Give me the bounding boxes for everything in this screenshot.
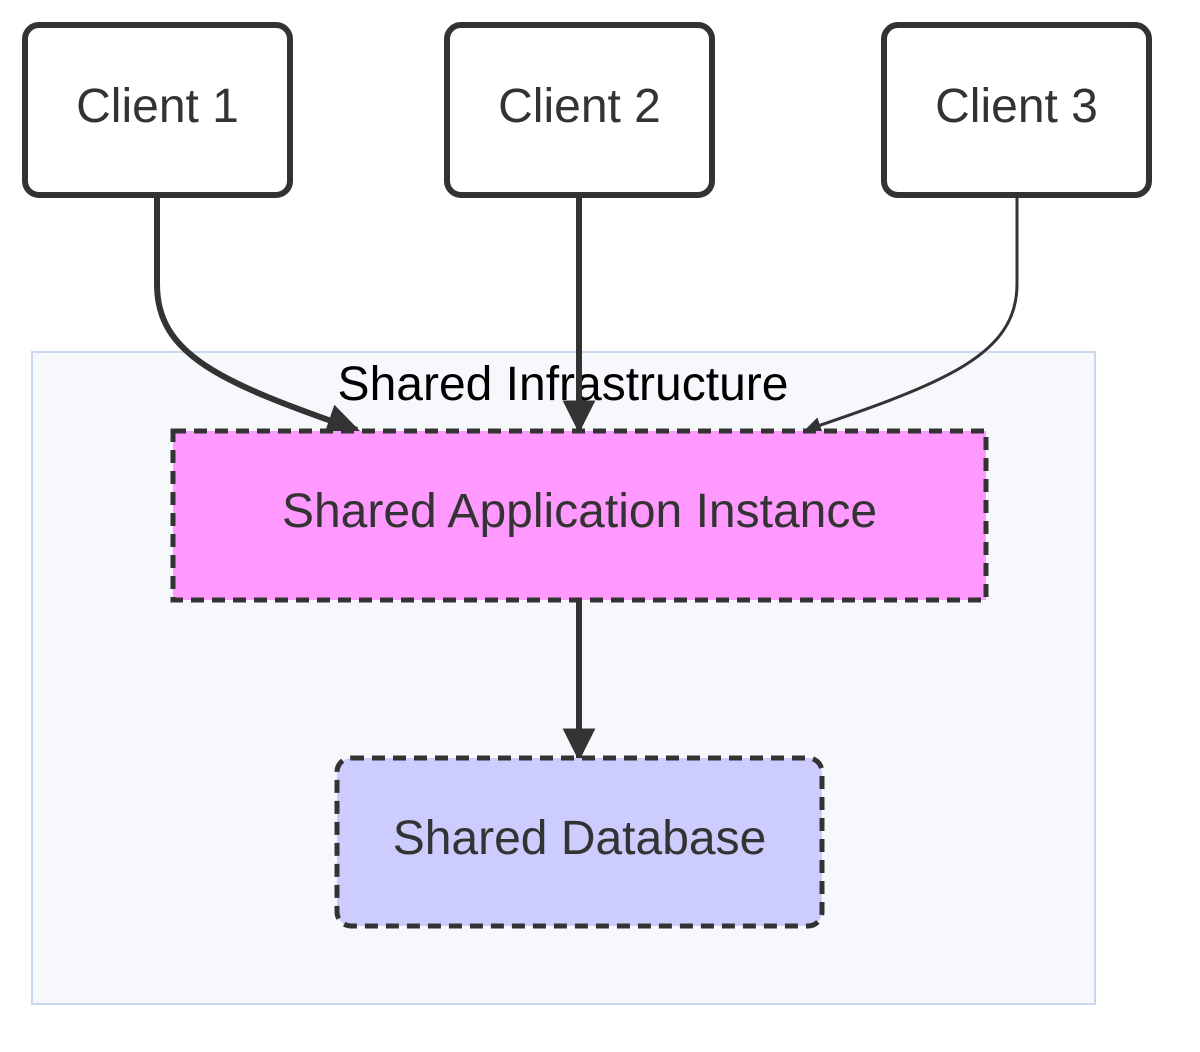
edge-client3-to-app — [804, 196, 1019, 434]
client-node-1: Client 1 — [22, 22, 293, 198]
shared-application-node: Shared Application Instance — [170, 428, 989, 603]
edge-client1-to-app — [154, 196, 361, 436]
client-node-3: Client 3 — [881, 22, 1152, 198]
client-label: Client 1 — [76, 80, 239, 133]
edges — [154, 196, 1019, 762]
database-label: Shared Database — [393, 812, 767, 865]
client-label: Client 2 — [498, 80, 661, 133]
shared-database-node: Shared Database — [334, 755, 825, 929]
client-label: Client 3 — [935, 80, 1098, 133]
client-node-2: Client 2 — [444, 22, 715, 198]
application-label: Shared Application Instance — [282, 485, 877, 538]
cluster-label: Shared Infrastructure — [338, 358, 789, 411]
